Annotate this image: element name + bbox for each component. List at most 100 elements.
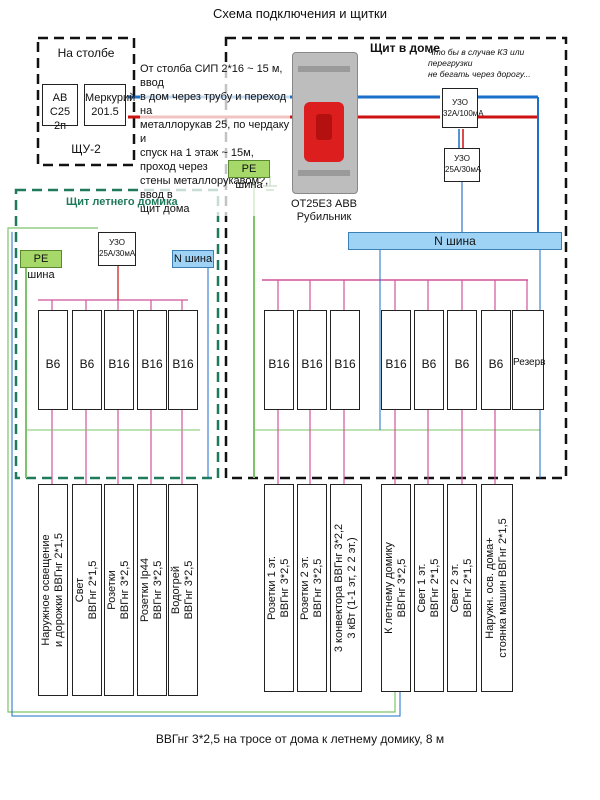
circuit-text-line: ВВГнг 3*2,5 [152,560,164,620]
summer-breaker-rating: В16 [172,357,194,371]
circuit-text-line: ВВГнг 2*1,5 [429,558,441,618]
circuit-text: Розетки 1 эт. ВВГнг 3*2,5 [266,556,292,620]
house-breaker-rating: В16 [385,357,407,371]
house-circuit-label: Наружн. осв. дома+ стоянка машин ВВГнг 2… [481,484,513,692]
summer-n-bus: N шина [172,250,214,268]
house-panel-note-line: не бегать через дорогу... [428,69,531,79]
circuit-text: Свет 1 эт. ВВГнг 2*1,5 [416,559,442,618]
house-breaker: В16 [264,310,294,410]
circuit-text-line: Свет 1 эт. [416,563,428,613]
pole-title: На столбе [57,46,115,60]
summer-rcd-type: УЗО [109,238,125,247]
house-breaker: В16 [381,310,411,410]
house-breaker-rating: В6 [488,357,504,371]
feed-note: От столба СИП 2*16 ~ 15 м, ввод в дом че… [140,62,290,216]
circuit-text: Наружное освещение и дорожки ВВГнг 2*1,5 [40,533,66,647]
switch-illustration [292,52,358,194]
house-panel-outline [224,36,568,480]
house-breaker-rating: В6 [454,357,470,371]
circuit-text-line: Наружное освещение [40,534,52,646]
pole-breaker: АВ С25 2п [42,84,78,132]
circuit-text: Розетки 2 эт. ВВГнг 3*2,5 [299,556,325,620]
feed-note-line: металлорукав 25, по чердаку и [140,119,290,145]
circuit-text-line: ВВГнг 3*2,5 [119,560,131,620]
feed-note-line: в дом через трубу и переход на [140,91,287,117]
house-breaker-rating: В16 [334,357,356,371]
house-breaker: В6 [481,310,511,410]
feed-note-line: щит дома [140,203,190,215]
house-second-rcd: УЗО 25А/30мА [444,148,482,182]
summer-breaker: В6 [38,310,68,410]
pole-meter: Меркурий 201.5 [84,84,136,126]
house-circuit-label: К летнему домику ВВГнг 3*2,5 [381,484,411,692]
circuit-text: Розетки ВВГнг 3*2,5 [106,561,132,620]
summer-circuit-label: Розетки Ip44 ВВГнг 3*2,5 [137,484,167,696]
summer-circuit-label: Водогрей ВВГнг 3*2,5 [168,484,198,696]
circuit-text-line: 3 кВт (1-1 эт, 2 2 эт.) [346,537,358,639]
house-second-rcd-rating: 25А/30мА [445,165,482,174]
circuit-text-line: ВВГнг 3*2,5 [312,558,324,618]
diagram-title: Схема подключения и щитки [212,6,388,21]
pole-panel-label: ЩУ-2 [71,142,101,156]
house-second-rcd-type: УЗО [454,154,470,163]
house-circuit-label: Свет 2 эт. ВВГнг 2*1,5 [447,484,477,692]
house-breaker: В16 [297,310,327,410]
house-breaker-reserve: Резерв [512,310,545,410]
house-pe-bus: PE шина [228,160,270,191]
circuit-text-line: Розетки 1 эт. [266,556,278,620]
house-breaker-rating: В16 [301,357,323,371]
circuit-text-line: стоянка машин ВВГнг 2*1,5 [497,518,509,658]
summer-rcd-rating: 25А/30мА [99,249,136,258]
pole-meter-line-1: Меркурий [85,92,136,104]
house-breaker-rating: В16 [268,357,290,371]
feed-cable-note: ВВГнг 3*2,5 на тросе от дома к летнему д… [155,732,445,746]
house-circuit-label: Розетки 1 эт. ВВГнг 3*2,5 [264,484,294,692]
house-main-rcd-type: УЗО [452,98,468,107]
feed-note-line: стены металлорукавом?, ввод в [140,175,269,201]
circuit-text: Водогрей ВВГнг 3*2,5 [170,561,196,620]
circuit-text-line: ВВГнг 3*2,5 [396,558,408,618]
circuit-text-line: Розетки 2 эт. [299,556,311,620]
switch-label: ОТ25Е3 АВВ Рубильник [284,198,364,224]
summer-breaker-rating: В6 [45,357,61,371]
pole-meter-line-2: 201.5 [91,106,119,118]
house-breaker: В6 [447,310,477,410]
circuit-text-line: 3 конвектора ВВГнг 3*2,2 [333,523,345,653]
circuit-text-line: Свет 2 эт. [449,563,461,613]
house-breaker: В6 [414,310,444,410]
circuit-text-line: Наружн. осв. дома+ [484,537,496,639]
house-breaker-rating: В6 [421,357,437,371]
house-main-rcd-rating: 32А/100мА [443,109,484,118]
summer-panel-title: Щит летнего домика [66,196,178,208]
circuit-text-line: Свет [74,577,86,603]
circuit-text-line: и дорожки ВВГнг 2*1,5 [53,532,65,648]
house-breaker: В16 [330,310,360,410]
feed-note-line: спуск на 1 этаж ~ 15м, проход через [140,147,254,173]
circuit-text: К летнему домику ВВГнг 3*2,5 [383,542,409,634]
summer-circuit-label: Розетки ВВГнг 3*2,5 [104,484,134,696]
circuit-text-line: ВВГнг 3*2,5 [279,558,291,618]
circuit-text-line: ВВГнг 2*1,5 [462,558,474,618]
summer-breaker: В16 [104,310,134,410]
summer-pe-bus: PE шина [20,250,62,281]
switch-label-line-2: Рубильник [296,211,352,223]
circuit-text-line: ВВГнг 3*2,5 [183,560,195,620]
circuit-text: Наружн. осв. дома+ стоянка машин ВВГнг 2… [484,518,510,657]
circuit-text: 3 конвектора ВВГнг 3*2,2 3 кВт (1-1 эт, … [333,524,359,652]
house-panel-note: Что бы в случае КЗ или перегрузки не бег… [428,47,558,80]
summer-rcd: УЗО 25А/30мА [98,232,136,266]
summer-breaker-rating: В16 [108,357,130,371]
pole-panel-outline [36,36,136,167]
pole-breaker-line-1: АВ С25 [49,92,71,118]
house-panel-note-line: Что бы в случае КЗ или перегрузки [428,47,525,68]
house-main-rcd: УЗО 32А/100мА [442,88,484,128]
summer-breaker-rating: В6 [79,357,95,371]
summer-breaker: В6 [72,310,102,410]
pole-breaker-line-2: 2п [53,120,67,132]
circuit-text-line: Розетки [106,570,118,610]
circuit-text: Свет ВВГнг 2*1,5 [74,561,100,620]
summer-breaker: В16 [137,310,167,410]
circuit-text-line: Розетки Ip44 [139,558,151,622]
